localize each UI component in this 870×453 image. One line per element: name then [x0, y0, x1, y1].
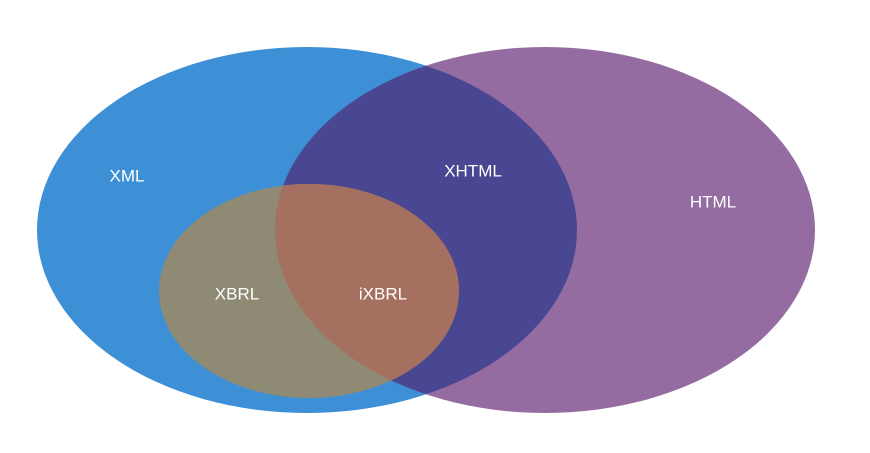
- xhtml-label: XHTML: [444, 161, 502, 180]
- xml-label: XML: [110, 166, 145, 185]
- ixbrl-overlap-region: [275, 184, 459, 398]
- xbrl-label: XBRL: [215, 284, 259, 303]
- ixbrl-label: iXBRL: [359, 284, 407, 303]
- html-label: HTML: [690, 192, 736, 211]
